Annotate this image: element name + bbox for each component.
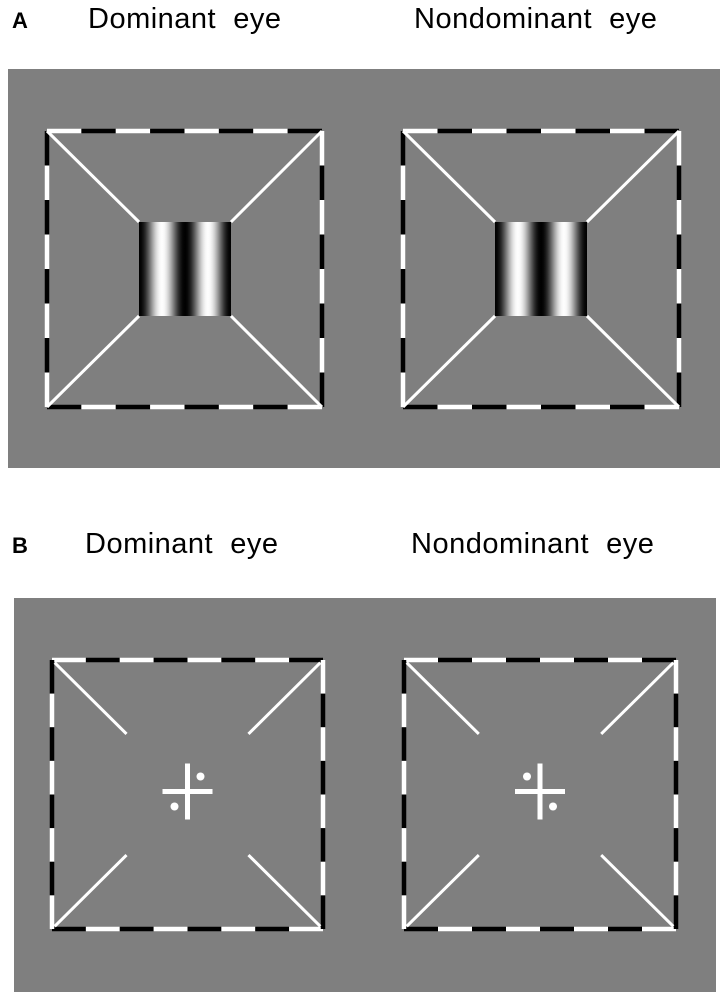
sine-grating-patch — [495, 222, 587, 316]
panel-b-left-eye-label: Dominant eye — [85, 528, 279, 560]
perspective-diagonal — [229, 129, 324, 224]
panel-a-stimulus-background — [8, 69, 720, 468]
panel-b-stimulus-background — [14, 598, 716, 992]
diagonal-line — [53, 661, 128, 736]
perspective-diagonal — [45, 129, 141, 224]
perspective-diagonal — [585, 129, 681, 224]
diagonal-line — [53, 853, 128, 928]
sine-grating-patch — [139, 222, 231, 316]
perspective-diagonal — [401, 129, 497, 224]
perspective-diagonal — [401, 314, 497, 409]
diagonal-line — [600, 853, 675, 928]
diagonal-line — [247, 661, 322, 736]
diagonal-line — [247, 853, 322, 928]
nonius-dot-upper — [196, 772, 205, 781]
diagonal-line — [405, 661, 480, 736]
nonius-dot-upper — [523, 772, 531, 781]
perspective-diagonal — [45, 314, 141, 409]
nonius-dot-lower — [170, 802, 179, 811]
panel-b-right-eye-label: Nondominant eye — [411, 528, 655, 560]
nonius-dot-lower — [549, 802, 557, 811]
panel-a-left-eye-label: Dominant eye — [88, 3, 282, 35]
panel-letter-a: A — [12, 8, 28, 33]
panel-a-right-eye-label: Nondominant eye — [414, 3, 658, 35]
perspective-diagonal — [229, 314, 324, 409]
diagonal-line — [405, 853, 480, 928]
panel-letter-b: B — [12, 533, 28, 558]
diagonal-line — [600, 661, 675, 736]
perspective-diagonal — [585, 314, 681, 409]
